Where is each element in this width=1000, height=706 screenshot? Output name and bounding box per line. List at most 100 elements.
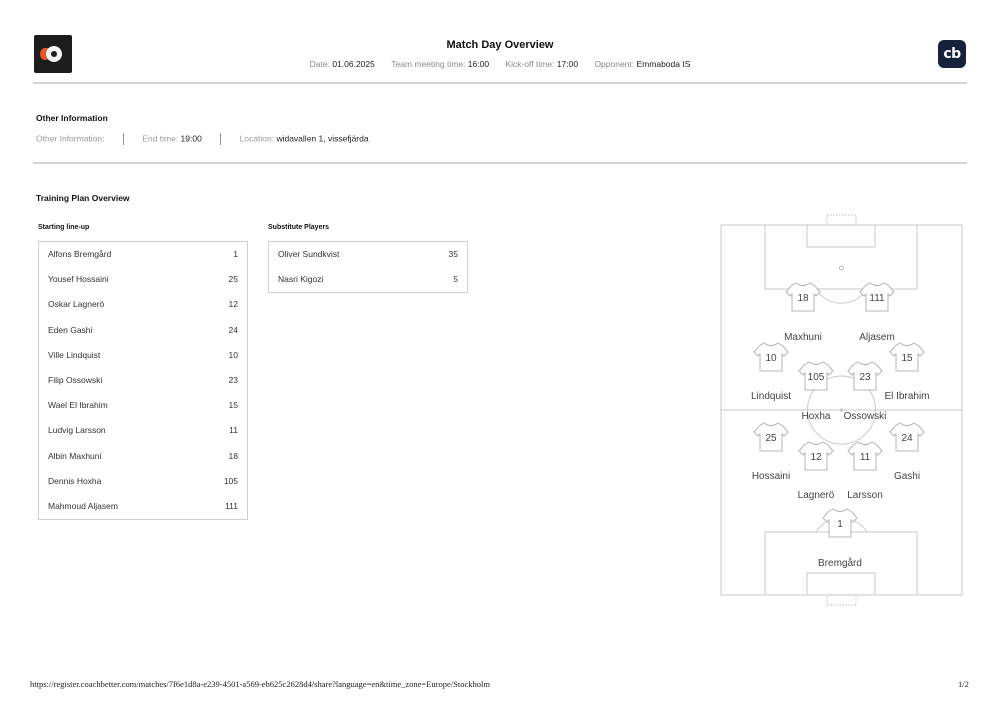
end-time-label: End time: bbox=[142, 133, 179, 144]
top-penalty-area bbox=[764, 224, 918, 290]
center-circle bbox=[807, 375, 876, 445]
player-number: 24 bbox=[228, 324, 238, 335]
player-label: Gashi bbox=[894, 471, 920, 482]
pitch-player: 10 bbox=[753, 342, 789, 372]
player-name: Ludvig Larsson bbox=[48, 425, 106, 436]
player-label: Hossaini bbox=[752, 471, 790, 482]
player-label: Lindquist bbox=[751, 391, 791, 402]
shirt-number: 1 bbox=[837, 519, 843, 530]
player-label: Lagnerö bbox=[798, 490, 835, 501]
player-number: 25 bbox=[228, 274, 238, 285]
player-name: Mahmoud Aljasem bbox=[48, 500, 118, 511]
list-item: Nasri Kigozi 5 bbox=[269, 267, 467, 292]
player-name: Oliver Sundkvist bbox=[278, 249, 340, 259]
shirt-number: 25 bbox=[765, 433, 777, 444]
player-label: Maxhuni bbox=[784, 332, 822, 343]
meta-date-value: 01.06.2025 bbox=[332, 59, 375, 69]
shirt-number: 15 bbox=[901, 353, 913, 364]
shirt-number: 24 bbox=[901, 433, 913, 444]
divider bbox=[122, 133, 124, 145]
player-number: 12 bbox=[228, 299, 238, 310]
coachbetter-logo: cb bbox=[938, 40, 966, 68]
shirt-number: 111 bbox=[869, 293, 885, 304]
player-label: Bremgård bbox=[818, 557, 862, 569]
list-item: Ludvig Larsson 11 bbox=[39, 418, 247, 443]
pitch-player: 24 bbox=[889, 422, 925, 452]
list-item: Wael El Ibrahim 15 bbox=[39, 393, 247, 418]
pitch-player: 15 bbox=[889, 342, 925, 372]
shirt-number: 23 bbox=[859, 372, 871, 383]
shirt-number: 10 bbox=[765, 353, 777, 364]
team-logo bbox=[34, 35, 72, 73]
player-name: Oskar Lagnerö bbox=[48, 299, 105, 310]
pitch-player: 25 bbox=[753, 422, 789, 452]
section-divider bbox=[33, 162, 967, 164]
other-info-row: Other Information: End time: 19:00 Locat… bbox=[36, 133, 369, 145]
shirt-number: 105 bbox=[808, 372, 825, 383]
match-meta: Date: 01.06.2025 Team meeting time: 16:0… bbox=[0, 59, 1000, 69]
player-name: Dennis Hoxha bbox=[48, 475, 102, 486]
pitch-player: 111 bbox=[859, 282, 895, 312]
player-number: 1 bbox=[233, 249, 238, 259]
player-label: Hoxha bbox=[802, 411, 831, 422]
player-name: Filip Ossowski bbox=[48, 374, 103, 385]
shirt-icon bbox=[753, 342, 789, 372]
player-name: Alfons Bremgård bbox=[48, 249, 112, 259]
player-name: Wael El Ibrahim bbox=[48, 400, 108, 411]
shirt-icon bbox=[798, 361, 834, 391]
meta-opponent-label: Opponent: bbox=[594, 59, 635, 69]
player-label: Ossowski bbox=[844, 411, 887, 422]
substitutes-heading: Substitute Players bbox=[268, 224, 330, 231]
location-label: Location: bbox=[239, 133, 275, 144]
page-number: 1/2 bbox=[958, 679, 969, 689]
shirt-icon bbox=[822, 508, 858, 538]
top-penalty-spot bbox=[839, 265, 844, 271]
starting-lineup-heading: Starting line-up bbox=[38, 224, 90, 231]
player-number: 35 bbox=[448, 249, 458, 259]
player-name: Yousef Hossaini bbox=[48, 274, 109, 285]
meta-opponent-value: Emmaboda IS bbox=[636, 59, 691, 69]
meta-meeting-value: 16:00 bbox=[467, 59, 490, 69]
shirt-icon bbox=[889, 342, 925, 372]
divider bbox=[220, 133, 222, 145]
top-goal-net bbox=[826, 214, 857, 226]
shirt-icon bbox=[785, 282, 821, 312]
player-name: Nasri Kigozi bbox=[278, 274, 324, 285]
meta-kickoff-label: Kick-off time: bbox=[505, 59, 555, 69]
top-goal-area bbox=[806, 224, 876, 248]
player-number: 15 bbox=[228, 400, 238, 411]
shirt-number: 12 bbox=[810, 452, 822, 463]
pitch-player: 12 bbox=[798, 441, 834, 471]
footer-url[interactable]: https://register.coachbetter.com/matches… bbox=[30, 679, 490, 689]
meta-kickoff-value: 17:00 bbox=[556, 59, 579, 69]
meta-date-label: Date: bbox=[309, 59, 330, 69]
shirt-icon bbox=[889, 422, 925, 452]
flame-icon bbox=[40, 48, 50, 60]
meta-meeting-label: Team meeting time: bbox=[391, 59, 466, 69]
meta-kickoff: Kick-off time: 17:00 bbox=[505, 59, 578, 69]
center-spot bbox=[840, 408, 843, 412]
training-heading: Training Plan Overview bbox=[36, 193, 130, 203]
page-title: Match Day Overview bbox=[446, 39, 554, 51]
pitch-player: 23 bbox=[847, 361, 883, 391]
shirt-number: 11 bbox=[860, 452, 871, 463]
player-number: 10 bbox=[228, 349, 238, 360]
player-number: 5 bbox=[453, 274, 458, 285]
list-item: Oskar Lagnerö 12 bbox=[39, 292, 247, 317]
shirt-icon bbox=[798, 441, 834, 471]
shirt-icon bbox=[753, 422, 789, 452]
player-label: Larsson bbox=[847, 490, 883, 501]
meta-date: Date: 01.06.2025 bbox=[310, 59, 375, 69]
meta-meeting: Team meeting time: 16:00 bbox=[391, 59, 489, 69]
player-number: 11 bbox=[229, 425, 238, 436]
shirt-number: 18 bbox=[797, 293, 809, 304]
pitch-player: 1 bbox=[822, 508, 858, 538]
other-info-heading: Other Information bbox=[36, 113, 108, 123]
football-spot bbox=[51, 51, 57, 57]
shirt-icon bbox=[847, 441, 883, 471]
